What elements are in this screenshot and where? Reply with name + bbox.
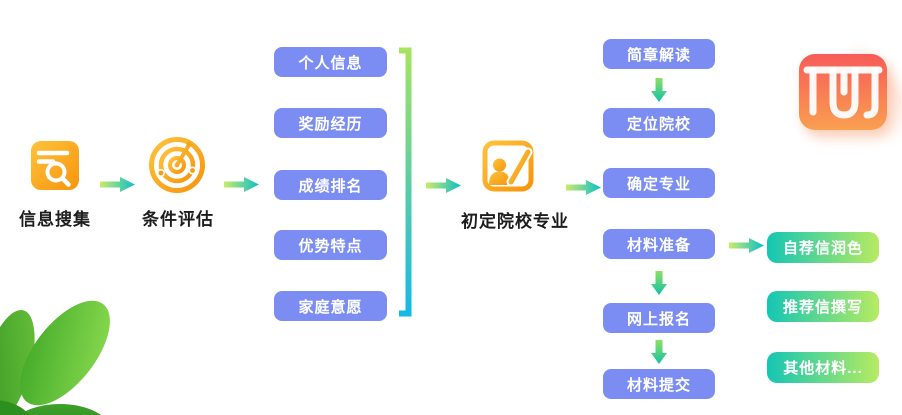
arrow-right-icon xyxy=(566,180,601,195)
process-pill-brochure: 简章解读 xyxy=(603,39,715,69)
info-pill-awards: 奖励经历 xyxy=(274,108,387,138)
arrow-right-icon xyxy=(224,177,259,192)
step-label-condition-evaluation: 条件评估 xyxy=(142,210,214,229)
document-search-icon xyxy=(31,141,79,190)
arrow-down-icon xyxy=(651,340,667,364)
material-pill-recommendation: 推荐信撰写 xyxy=(767,291,879,322)
leaf-decoration xyxy=(0,300,110,415)
arrow-down-icon xyxy=(651,271,667,295)
info-pill-personal: 个人信息 xyxy=(274,47,387,77)
arrow-right-icon xyxy=(100,177,135,192)
process-pill-submit: 材料提交 xyxy=(603,369,715,399)
step-label-info-gathering: 信息搜集 xyxy=(19,210,91,229)
step-label-initial-school-major: 初定院校专业 xyxy=(461,212,569,231)
document-person-icon xyxy=(482,140,534,192)
arrow-right-icon xyxy=(426,178,461,193)
process-pill-register: 网上报名 xyxy=(603,303,715,333)
radar-icon xyxy=(149,137,205,193)
material-pill-self-letter: 自荐信润色 xyxy=(767,232,879,263)
info-pill-grades: 成绩排名 xyxy=(274,170,387,200)
info-pill-family: 家庭意愿 xyxy=(274,291,387,321)
process-pill-major: 确定专业 xyxy=(603,168,715,198)
arrow-right-icon xyxy=(729,238,764,253)
material-pill-other: 其他材料... xyxy=(767,352,879,383)
bracket-line xyxy=(399,47,412,317)
process-pill-position: 定位院校 xyxy=(603,108,715,138)
process-pill-materials: 材料准备 xyxy=(603,229,715,259)
info-pill-strengths: 优势特点 xyxy=(274,230,387,260)
brand-logo-icon xyxy=(799,32,887,130)
arrow-down-icon xyxy=(651,78,667,102)
